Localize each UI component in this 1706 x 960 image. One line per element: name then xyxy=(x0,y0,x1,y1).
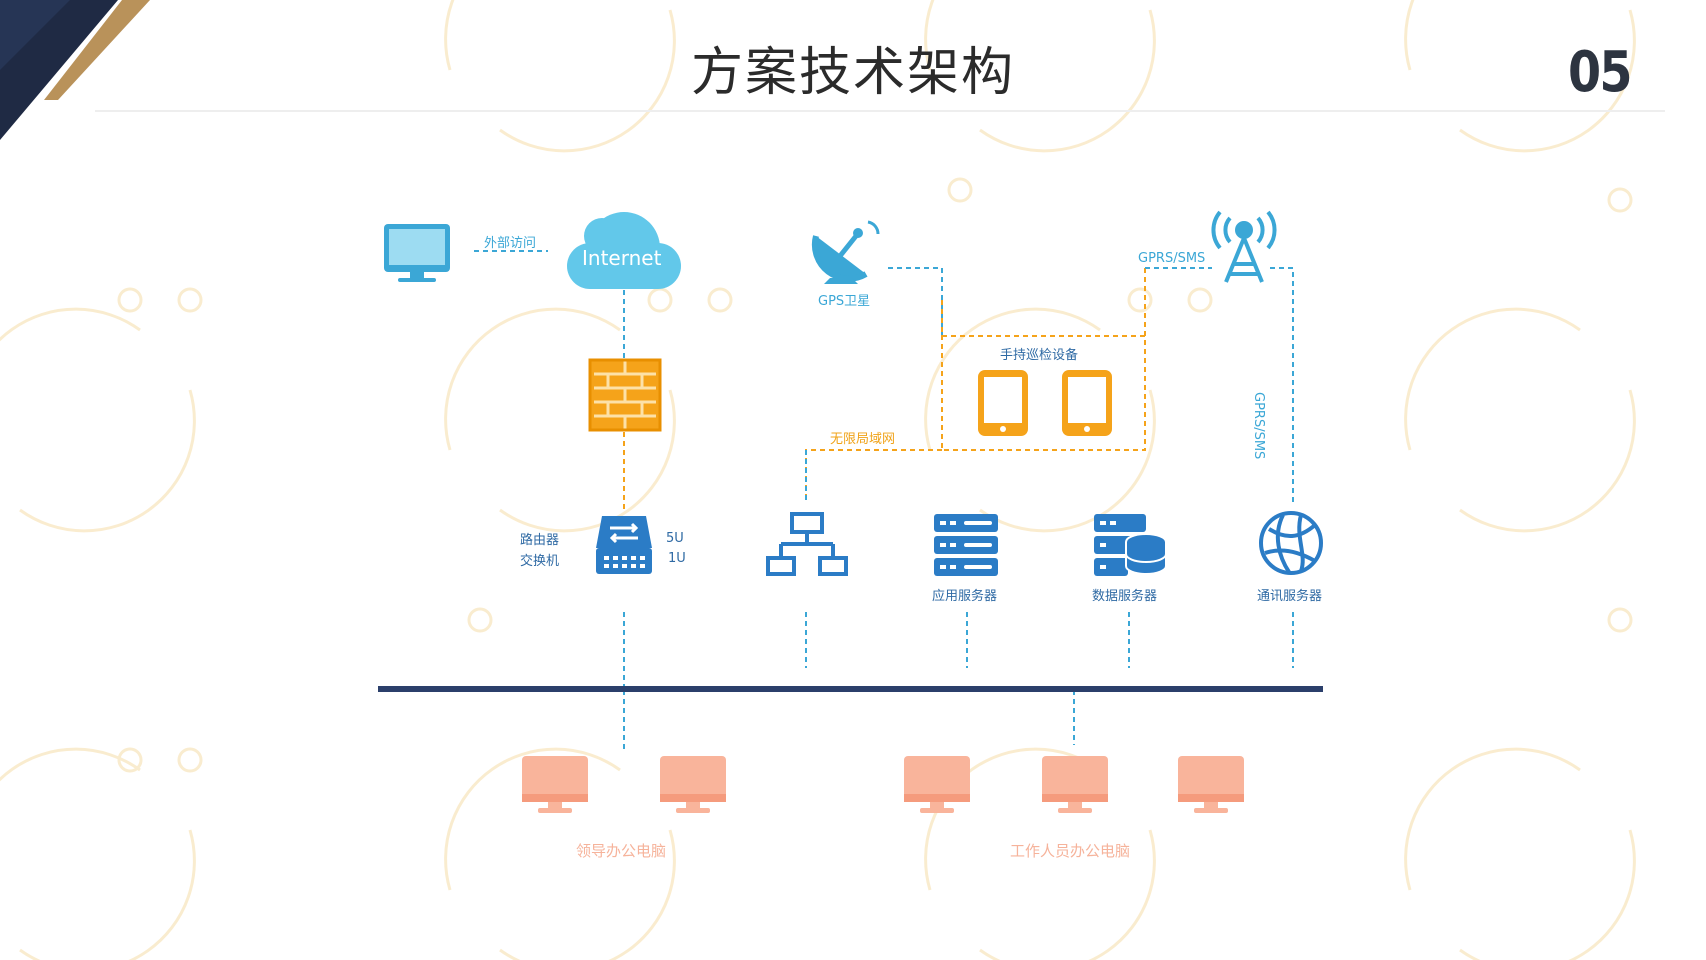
comm-server-label: 通讯服务器 xyxy=(1257,589,1323,604)
tablet-icon xyxy=(978,370,1028,436)
wlan-link xyxy=(805,449,942,500)
globe-icon xyxy=(1259,511,1323,575)
gprs-side-link xyxy=(1270,267,1294,505)
satellite-dish-icon xyxy=(811,220,880,284)
desktop-pc-icon xyxy=(904,756,970,813)
switch-label: 交换机 xyxy=(520,554,560,569)
monitor-icon xyxy=(384,224,450,282)
staff-pcs-label: 工作人员办公电脑 xyxy=(1010,842,1131,860)
cloud-icon xyxy=(567,212,681,289)
internet-label: Internet xyxy=(582,246,662,270)
staff-pc-group xyxy=(904,756,1244,813)
leader-pc-group xyxy=(522,756,726,813)
rack-1u-label: 1U xyxy=(668,551,686,566)
title-divider xyxy=(95,110,1665,112)
handheld-devices-label: 手持巡检设备 xyxy=(1000,348,1079,363)
desktop-pc-icon xyxy=(1178,756,1244,813)
router-icon xyxy=(596,516,652,574)
network-topology-icon xyxy=(766,512,848,576)
rack-5u-label: 5U xyxy=(666,531,684,546)
app-server-label: 应用服务器 xyxy=(932,589,998,604)
gps-satellite-label: GPS卫星 xyxy=(818,294,871,309)
wireless-lan-label: 无限局域网 xyxy=(830,432,896,447)
database-server-icon xyxy=(1094,514,1167,576)
page-title: 方案技术架构 xyxy=(690,43,1015,103)
corner-decoration xyxy=(0,0,150,140)
desktop-pc-icon xyxy=(522,756,588,813)
router-label: 路由器 xyxy=(520,533,560,548)
gprs-sms-top-label: GPRS/SMS xyxy=(1138,251,1206,266)
connectors xyxy=(474,250,1294,750)
external-access-label: 外部访问 xyxy=(484,236,537,251)
gprs-sms-side-label: GPRS/SMS xyxy=(1251,392,1266,460)
tablet-icon xyxy=(1062,370,1112,436)
data-server-label: 数据服务器 xyxy=(1092,589,1158,604)
page-number: 05 xyxy=(1568,40,1633,105)
signal-tower-icon xyxy=(1211,210,1277,283)
firewall-icon xyxy=(588,358,662,432)
handheld-group-box xyxy=(941,335,1146,451)
gps-link xyxy=(888,267,943,336)
server-icon xyxy=(934,514,998,576)
desktop-pc-icon xyxy=(660,756,726,813)
leader-pcs-label: 领导办公电脑 xyxy=(576,842,667,860)
desktop-pc-icon xyxy=(1042,756,1108,813)
